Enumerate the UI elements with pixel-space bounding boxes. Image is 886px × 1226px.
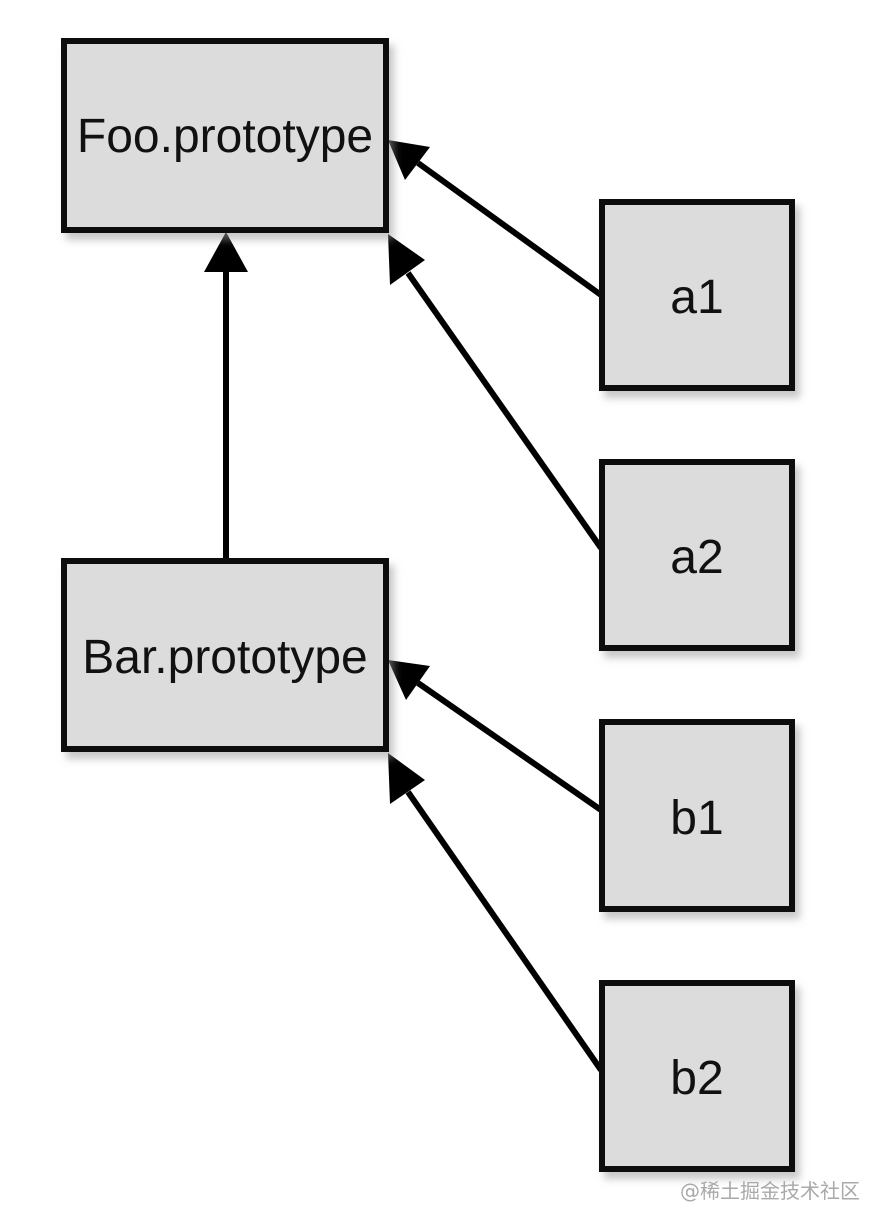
node-b1-box xyxy=(599,719,795,912)
node-bar-prototype: Bar.prototype xyxy=(61,558,389,752)
arrowhead-bar-to-foo xyxy=(204,232,248,272)
edge-a2-to-foo xyxy=(405,271,604,550)
watermark: @稀土掘金技术社区 xyxy=(680,1179,860,1203)
arrowhead-b2-to-bar xyxy=(388,753,425,804)
node-a1-box xyxy=(599,199,795,391)
node-a2: a2 xyxy=(599,459,795,651)
node-a1-label: a1 xyxy=(670,271,723,324)
node-foo-prototype: Foo.prototype xyxy=(61,38,389,233)
node-foo-box xyxy=(61,38,389,233)
edge-a1-to-foo xyxy=(416,160,603,298)
edge-b1-to-bar xyxy=(416,680,603,813)
node-b1-label: b1 xyxy=(670,792,723,845)
arrowhead-b1-to-bar xyxy=(388,660,430,700)
node-bar-label: Bar.prototype xyxy=(82,631,368,684)
edge-b2-to-bar xyxy=(405,790,604,1072)
node-b2: b2 xyxy=(599,980,795,1172)
edges-layer xyxy=(204,140,604,1072)
arrowhead-a2-to-foo xyxy=(388,234,425,285)
node-foo-label: Foo.prototype xyxy=(77,110,373,163)
node-b2-box xyxy=(599,980,795,1172)
node-a2-label: a2 xyxy=(670,531,723,584)
node-a1: a1 xyxy=(599,199,795,391)
nodes-layer: Foo.prototype Bar.prototype a1 a2 b1 b2 xyxy=(61,38,795,1172)
node-b1: b1 xyxy=(599,719,795,912)
node-b2-label: b2 xyxy=(670,1052,723,1105)
arrowhead-a1-to-foo xyxy=(388,140,430,180)
node-a2-box xyxy=(599,459,795,651)
node-bar-box xyxy=(61,558,389,752)
